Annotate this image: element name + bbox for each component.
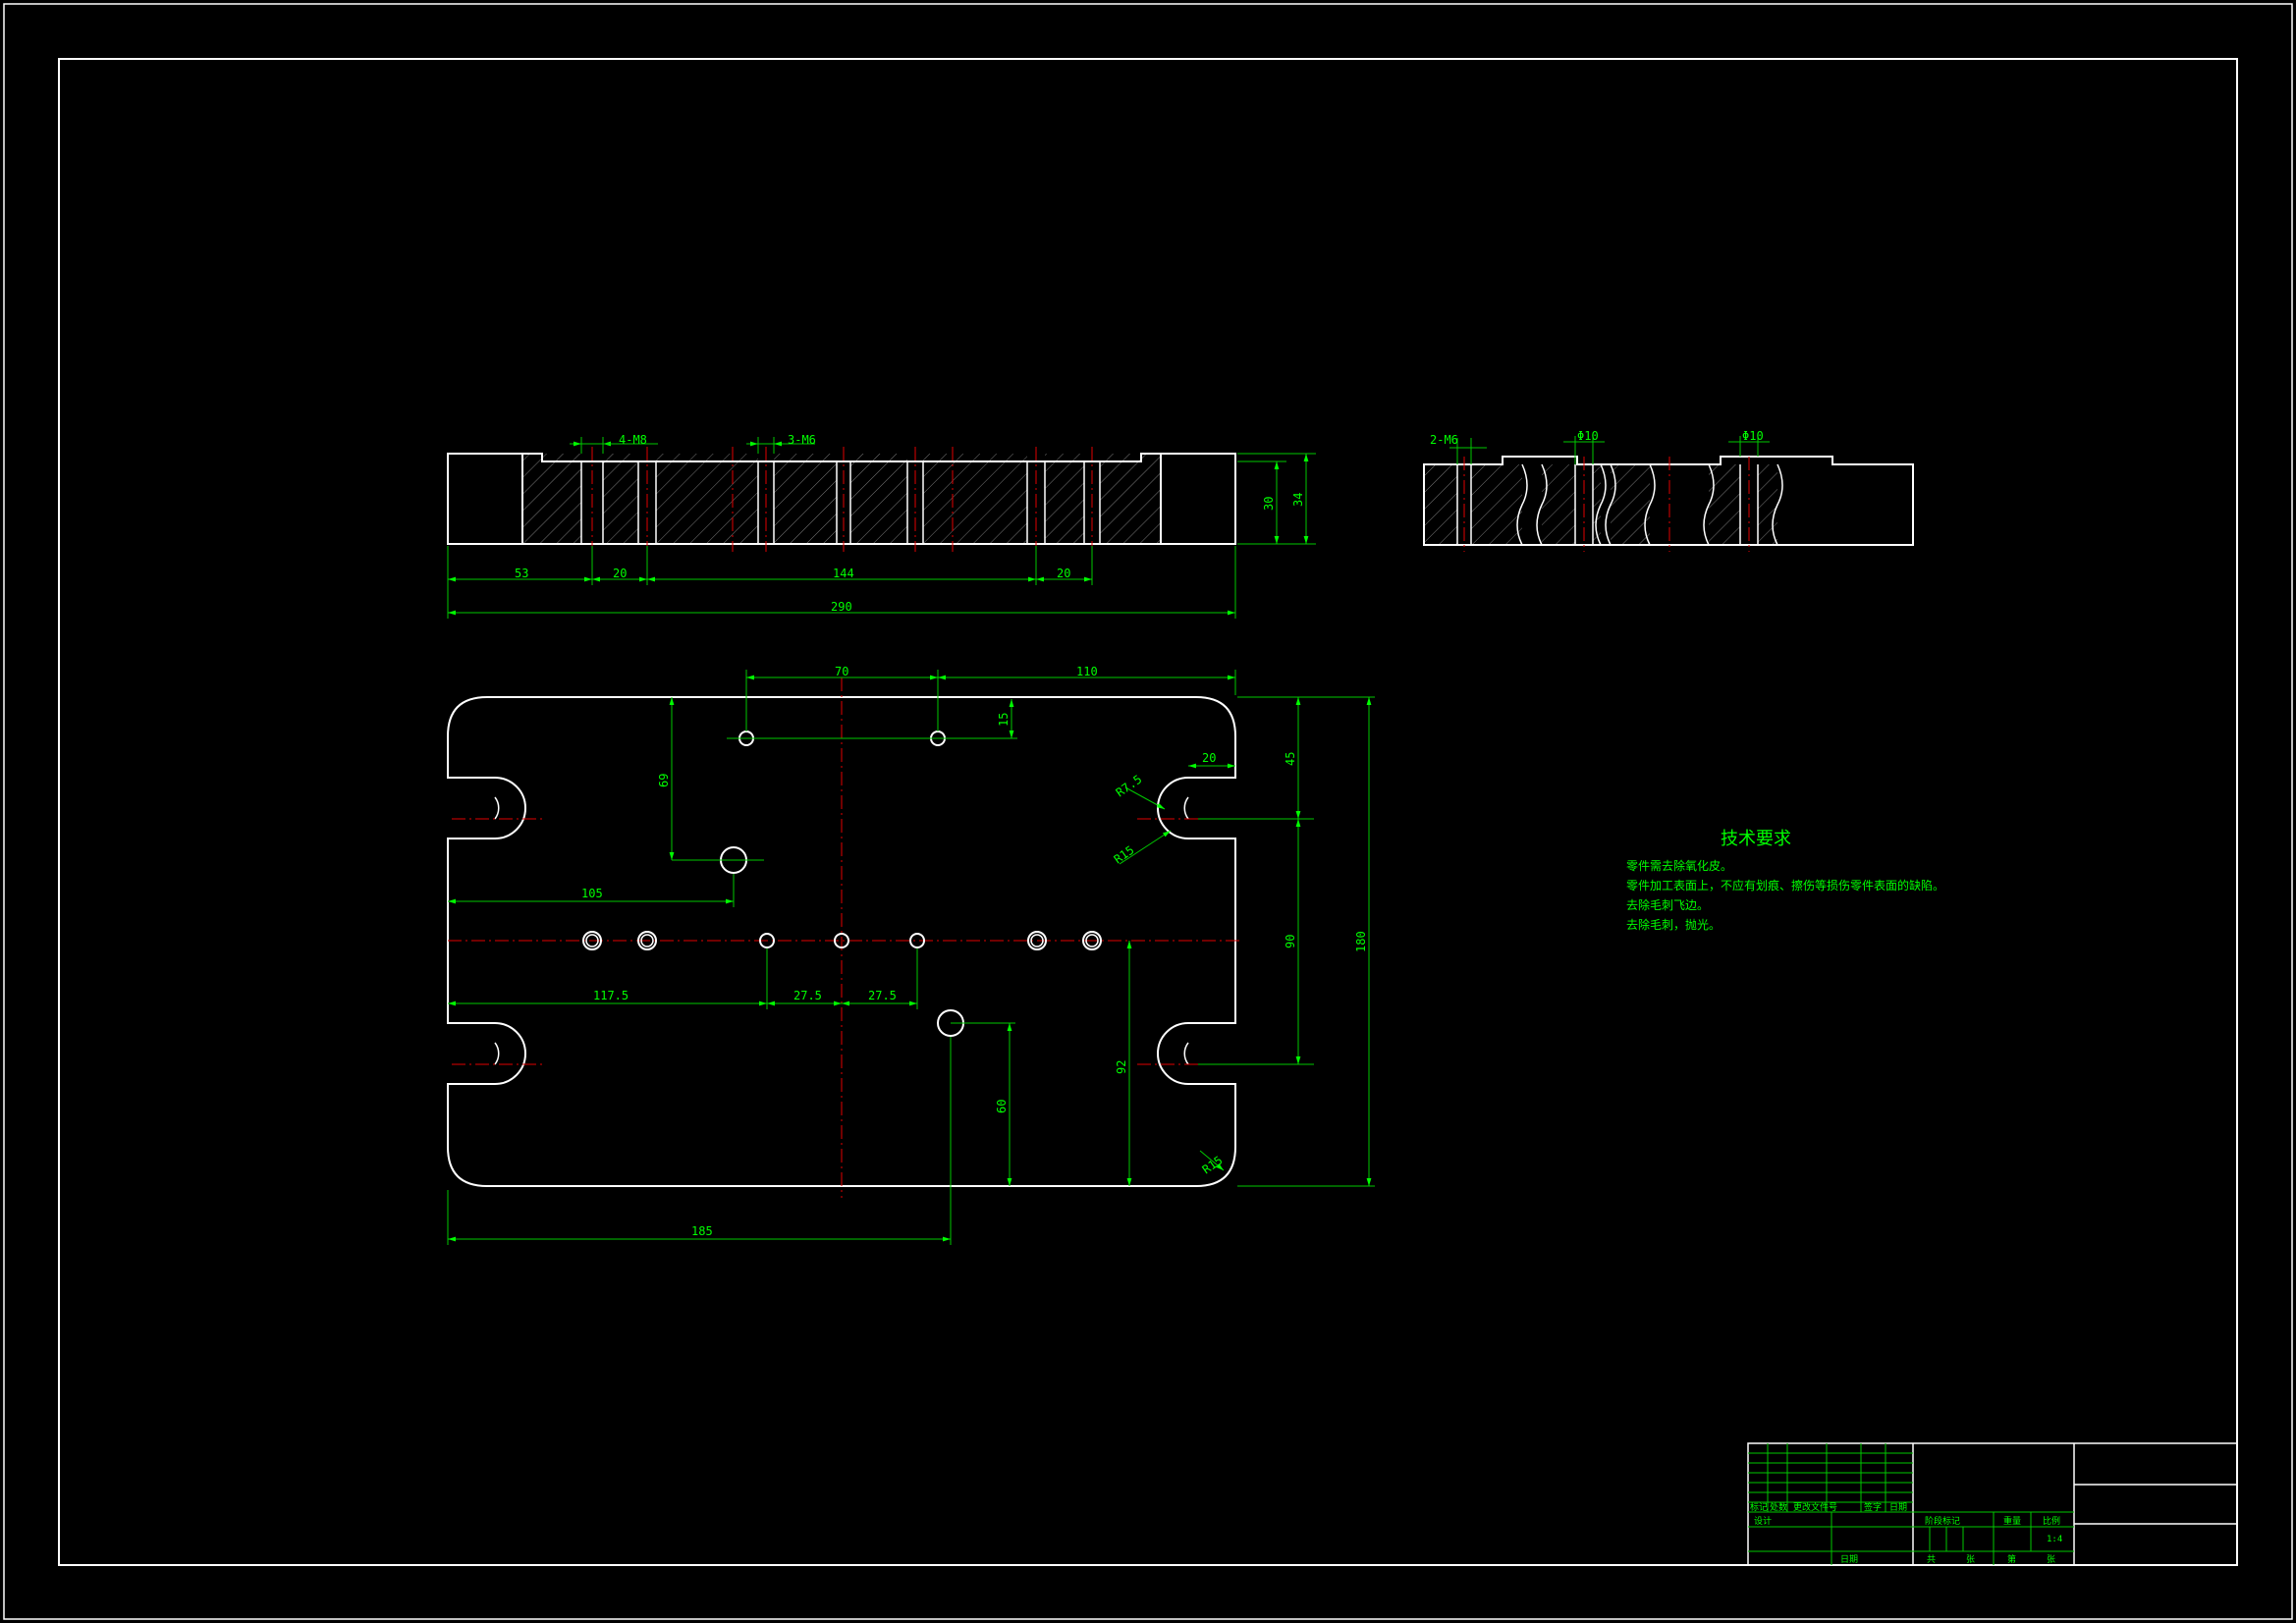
front-callout-m8: 4-M8 bbox=[619, 433, 647, 447]
side-dim-lines bbox=[1449, 436, 1770, 464]
front-dim-lines bbox=[447, 437, 1316, 619]
side-view: 2-M6 Φ10 Φ10 bbox=[1423, 429, 1914, 552]
front-dim-290: 290 bbox=[831, 600, 852, 614]
rev-header-mark: 标记 bbox=[1750, 1501, 1768, 1513]
row-date: 日期 bbox=[1840, 1554, 1858, 1565]
top-view: 70 110 15 69 105 20 45 90 180 117.5 27.5… bbox=[447, 665, 1375, 1245]
stage-label: 阶段标记 bbox=[1925, 1515, 1960, 1527]
scale-label: 比例 bbox=[2043, 1515, 2060, 1527]
title-block-grid bbox=[1748, 1443, 2074, 1565]
top-dim-27-5b: 27.5 bbox=[868, 989, 897, 1002]
slot-inner-arcs bbox=[494, 796, 1189, 1065]
tech-requirement-2: 零件加工表面上，不应有划痕、擦伤等损伤零件表面的缺陷。 bbox=[1626, 878, 1944, 893]
tech-requirements-title: 技术要求 bbox=[1721, 829, 1791, 849]
top-dim-20: 20 bbox=[1202, 751, 1216, 765]
rev-header-count: 处数 bbox=[1770, 1501, 1787, 1513]
front-dim-30: 30 bbox=[1262, 497, 1276, 511]
scale-value: 1:4 bbox=[2047, 1535, 2062, 1544]
top-dim-92: 92 bbox=[1115, 1060, 1128, 1074]
row-design: 设计 bbox=[1754, 1515, 1772, 1527]
top-dim-69: 69 bbox=[657, 774, 671, 787]
side-callout-phi10a: Φ10 bbox=[1577, 429, 1599, 443]
sheet-label: 张 bbox=[1966, 1554, 1975, 1565]
weight-label: 重量 bbox=[2003, 1515, 2021, 1527]
tech-requirement-1: 零件需去除氧化皮。 bbox=[1626, 858, 1732, 873]
top-dim-70: 70 bbox=[835, 665, 848, 678]
inner-frame bbox=[58, 58, 2238, 1566]
sheet-no: 第 bbox=[2007, 1553, 2016, 1565]
rev-header-date: 日期 bbox=[1889, 1502, 1907, 1513]
sheet-total: 共 bbox=[1927, 1554, 1936, 1565]
rev-header-docno: 更改文件号 bbox=[1793, 1501, 1837, 1513]
side-callout-phi10b: Φ10 bbox=[1742, 429, 1764, 443]
top-dim-27-5a: 27.5 bbox=[793, 989, 822, 1002]
side-hatch-c bbox=[1611, 464, 1650, 545]
front-dim-34: 34 bbox=[1291, 493, 1305, 507]
tech-requirement-4: 去除毛刺，抛光。 bbox=[1626, 917, 1721, 932]
front-hole-strips bbox=[581, 454, 1100, 544]
top-dim-15: 15 bbox=[997, 713, 1011, 727]
top-radius-r15a: R15 bbox=[1112, 843, 1137, 867]
side-hatch-a bbox=[1424, 464, 1522, 545]
side-outline bbox=[1423, 456, 1914, 546]
front-callout-m6: 3-M6 bbox=[788, 433, 816, 447]
side-centerlines bbox=[1463, 457, 1750, 552]
front-view: 4-M8 3-M6 53 20 144 20 290 30 34 bbox=[447, 433, 1316, 619]
front-hole-edges bbox=[580, 461, 1101, 544]
tech-requirement-3: 去除毛刺飞边。 bbox=[1626, 897, 1709, 912]
side-callout-m6: 2-M6 bbox=[1430, 433, 1458, 447]
top-radius-r15b: R15 bbox=[1200, 1154, 1226, 1177]
top-dim-185: 185 bbox=[691, 1224, 713, 1238]
front-dim-144: 144 bbox=[833, 567, 854, 580]
top-dim-105: 105 bbox=[581, 887, 603, 900]
top-dim-117-5: 117.5 bbox=[593, 989, 629, 1002]
top-dim-180: 180 bbox=[1354, 931, 1368, 952]
front-centerlines bbox=[591, 447, 1093, 552]
outer-frame bbox=[3, 3, 2293, 1620]
top-dim-110: 110 bbox=[1076, 665, 1098, 678]
top-dim-60: 60 bbox=[995, 1100, 1009, 1113]
side-internal-edges bbox=[1456, 463, 1783, 546]
top-dim-lines bbox=[447, 670, 1375, 1245]
front-outline bbox=[447, 453, 1236, 545]
top-dim-90: 90 bbox=[1284, 935, 1297, 948]
front-dim-20b: 20 bbox=[1057, 567, 1070, 580]
sheet-label-2: 张 bbox=[2047, 1554, 2055, 1565]
top-dim-45: 45 bbox=[1284, 752, 1297, 766]
title-block: 标记 处数 更改文件号 签字 日期 设计 日期 阶段标记 重量 比例 1:4 共… bbox=[1747, 1442, 2238, 1566]
front-dim-53: 53 bbox=[515, 567, 528, 580]
plate-centerlines bbox=[448, 677, 1239, 1198]
hole-inner-rings bbox=[585, 934, 1099, 947]
rev-header-sign: 签字 bbox=[1864, 1501, 1882, 1513]
front-dim-20a: 20 bbox=[613, 567, 627, 580]
tech-requirements: 技术要求 零件需去除氧化皮。 零件加工表面上，不应有划痕、擦伤等损伤零件表面的缺… bbox=[1626, 829, 1944, 932]
